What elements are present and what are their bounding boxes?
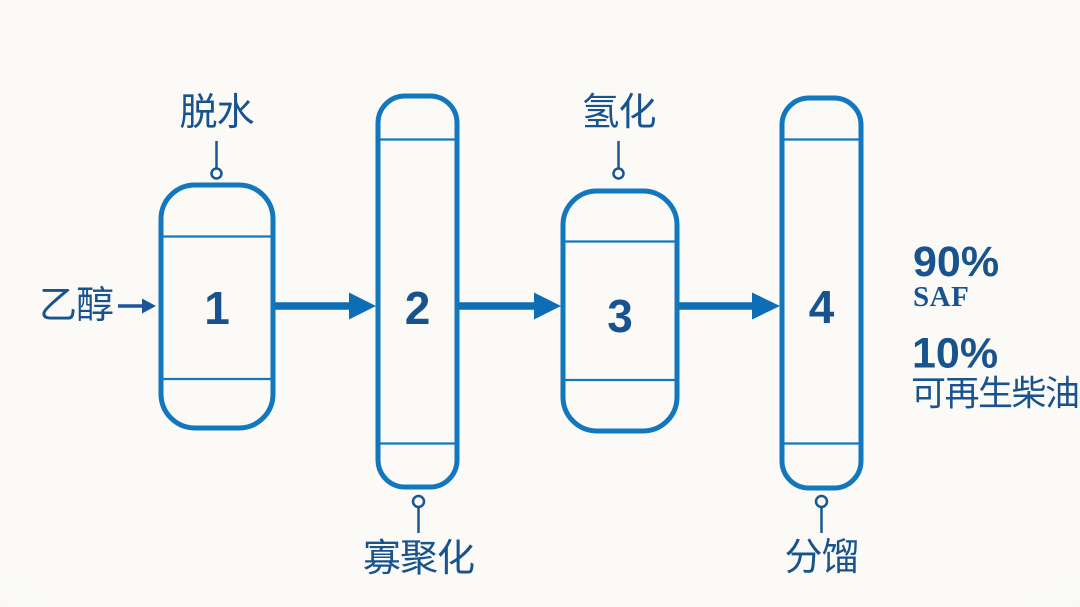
step-label-vessel-2-text: 寡聚化	[363, 538, 474, 580]
flow-arrow-3-4	[679, 292, 780, 320]
step-label-vessel-1-text: 脱水	[179, 92, 254, 134]
vessel-1-number: 1	[204, 282, 230, 334]
output-renewable-diesel: 10% 可再生柴油	[911, 330, 1080, 414]
input-stream: 乙醇	[39, 285, 156, 327]
output-saf-percent: 90%	[913, 238, 999, 286]
output-diesel-label: 可再生柴油	[911, 375, 1079, 414]
step-label-vessel-1-dot-icon	[210, 167, 223, 180]
step-label-vessel-3-text: 氢化	[581, 92, 655, 134]
vessel-3-body	[560, 188, 680, 434]
step-label-vessel-1: 脱水	[179, 92, 255, 180]
flow-arrow-2-3-head-icon	[534, 292, 561, 320]
step-label-vessel-4-dot-icon	[814, 494, 829, 509]
step-label-vessel-4-text: 分馏	[784, 537, 858, 579]
vessel-4-number: 4	[809, 281, 835, 333]
flow-arrow-2-3	[459, 292, 561, 320]
input-arrow-icon	[142, 298, 156, 314]
step-label-vessel-3-dot-icon	[612, 167, 625, 180]
vessel-1-body	[158, 182, 276, 431]
output-saf-label: SAF	[913, 281, 969, 313]
vessel-2: 2	[375, 93, 460, 490]
flow-arrow-3-4-head-icon	[752, 292, 780, 320]
vessel-4-body	[779, 95, 864, 491]
flow-arrow-1-2-head-icon	[349, 292, 376, 320]
vessel-2-body	[375, 93, 460, 490]
output-saf: 90% SAF	[913, 238, 999, 313]
step-label-vessel-3: 氢化	[581, 92, 657, 180]
vessel-3: 3	[560, 188, 680, 434]
flow-arrow-1-2	[275, 292, 376, 320]
vessel-3-number: 3	[607, 290, 633, 342]
input-label: 乙醇	[39, 285, 113, 327]
vessel-2-number: 2	[405, 282, 431, 334]
vessel-4: 4	[779, 95, 864, 491]
step-label-vessel-2-dot-icon	[411, 494, 426, 509]
step-label-vessel-2: 寡聚化	[363, 494, 475, 580]
step-label-vessel-4: 分馏	[784, 494, 860, 579]
vessel-1: 1	[158, 182, 276, 431]
output-diesel-percent: 10%	[912, 330, 998, 378]
